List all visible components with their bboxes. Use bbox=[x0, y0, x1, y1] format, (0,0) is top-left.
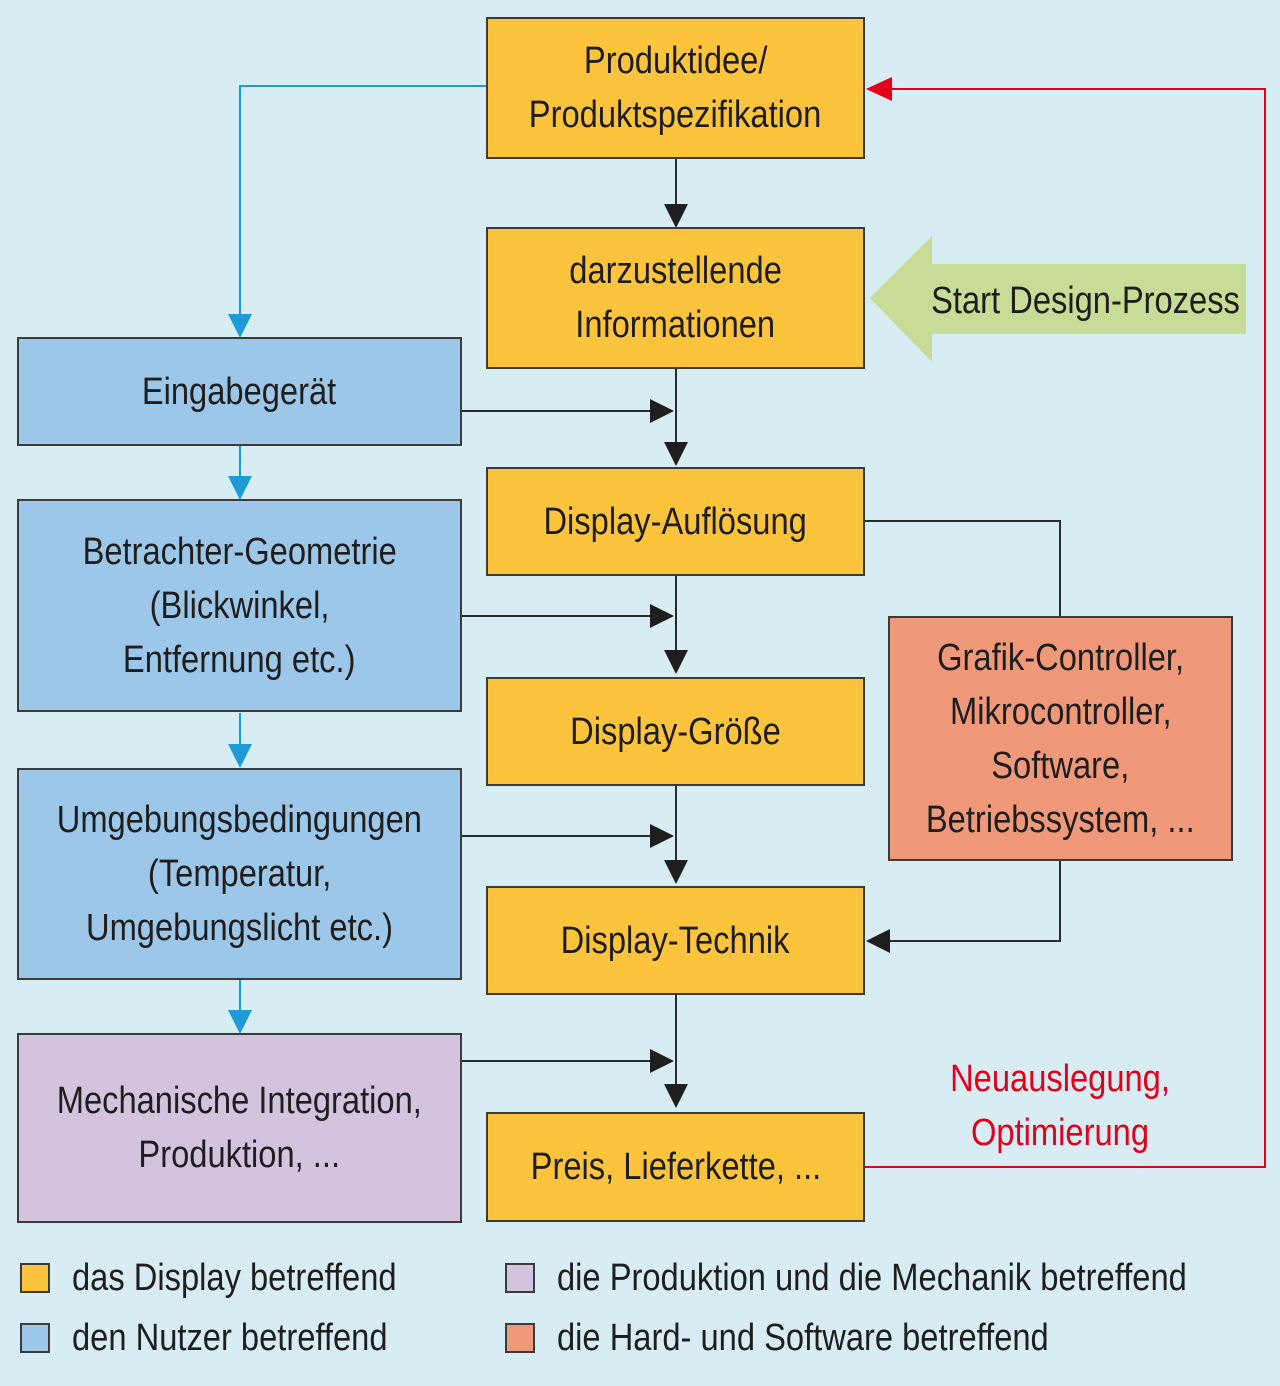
box-viewer-geometry-line-1: Betrachter-Geometrie bbox=[82, 530, 397, 573]
box-viewer-geometry-line-3: Entfernung etc.) bbox=[123, 638, 356, 681]
box-environment-line-1: Umgebungsbedingungen bbox=[56, 799, 423, 841]
box-mechanics-line-1: Mechanische Integration, bbox=[56, 1080, 423, 1122]
box-price-supply-chain: Preis, Lieferkette, ... bbox=[486, 1112, 865, 1222]
legend-swatch-display bbox=[20, 1263, 50, 1293]
box-hardware-software-line-4: Betriebssystem, ... bbox=[926, 798, 1195, 841]
box-environment-line-3: Umgebungslicht etc.) bbox=[86, 907, 393, 949]
legend-label-user: den Nutzer betreffend bbox=[72, 1316, 388, 1359]
legend-hardware-software: die Hard- und Software betreffend bbox=[505, 1314, 1129, 1362]
box-information-line-1: darzustellende bbox=[569, 250, 782, 292]
box-price-supply-chain-line-1: Preis, Lieferkette, ... bbox=[530, 1146, 821, 1188]
box-viewer-geometry-line-2: (Blickwinkel, bbox=[149, 584, 330, 627]
box-product-idea-line-1: Produktidee/ bbox=[583, 40, 768, 82]
legend-label-hardware-software: die Hard- und Software betreffend bbox=[557, 1316, 1049, 1359]
box-mechanics: Mechanische Integration, Produktion, ... bbox=[17, 1033, 462, 1223]
legend-display: das Display betreffend bbox=[20, 1254, 449, 1302]
box-display-technology-line-1: Display-Technik bbox=[561, 919, 790, 962]
box-display-resolution-line-1: Display-Auflösung bbox=[543, 500, 808, 543]
legend-swatch-user bbox=[20, 1323, 50, 1353]
redesign-note: Neuauslegung, Optimierung bbox=[900, 1052, 1220, 1160]
box-input-device-line-1: Eingabegerät bbox=[142, 370, 337, 413]
box-environment: Umgebungsbedingungen (Temperatur, Umgebu… bbox=[17, 768, 462, 980]
box-viewer-geometry: Betrachter-Geometrie (Blickwinkel, Entfe… bbox=[17, 499, 462, 712]
box-display-resolution: Display-Auflösung bbox=[486, 467, 865, 576]
box-display-size-line-1: Display-Größe bbox=[570, 710, 781, 753]
box-product-idea-line-2: Produktspezifikation bbox=[529, 94, 822, 136]
box-hardware-software-line-2: Mikrocontroller, bbox=[949, 690, 1172, 733]
box-display-technology: Display-Technik bbox=[486, 886, 865, 995]
box-hardware-software: Grafik-Controller, Mikrocontroller, Soft… bbox=[888, 616, 1233, 861]
legend-swatch-mechanics bbox=[505, 1263, 535, 1293]
box-product-idea: Produktidee/ Produktspezifikation bbox=[486, 17, 865, 159]
start-label: Start Design-Prozess bbox=[930, 279, 1240, 322]
box-input-device: Eingabegerät bbox=[17, 337, 462, 446]
box-display-size: Display-Größe bbox=[486, 677, 865, 786]
box-environment-line-2: (Temperatur, bbox=[147, 853, 332, 895]
box-information: darzustellende Informationen bbox=[486, 227, 865, 369]
legend-label-mechanics: die Produktion und die Mechanik betreffe… bbox=[557, 1256, 1187, 1299]
legend-label-display: das Display betreffend bbox=[72, 1256, 397, 1299]
redesign-note-line-2: Optimierung bbox=[970, 1112, 1149, 1154]
box-mechanics-line-2: Produktion, ... bbox=[138, 1134, 341, 1176]
redesign-note-line-1: Neuauslegung, bbox=[950, 1058, 1170, 1100]
legend-user: den Nutzer betreffend bbox=[20, 1314, 439, 1362]
box-information-line-2: Informationen bbox=[575, 304, 776, 346]
box-hardware-software-line-1: Grafik-Controller, bbox=[936, 636, 1184, 679]
legend-mechanics: die Produktion und die Mechanik betreffe… bbox=[505, 1254, 1280, 1302]
start-arrow-icon bbox=[870, 236, 1246, 362]
legend-swatch-hardware-software bbox=[505, 1323, 535, 1353]
box-hardware-software-line-3: Software, bbox=[991, 744, 1130, 787]
